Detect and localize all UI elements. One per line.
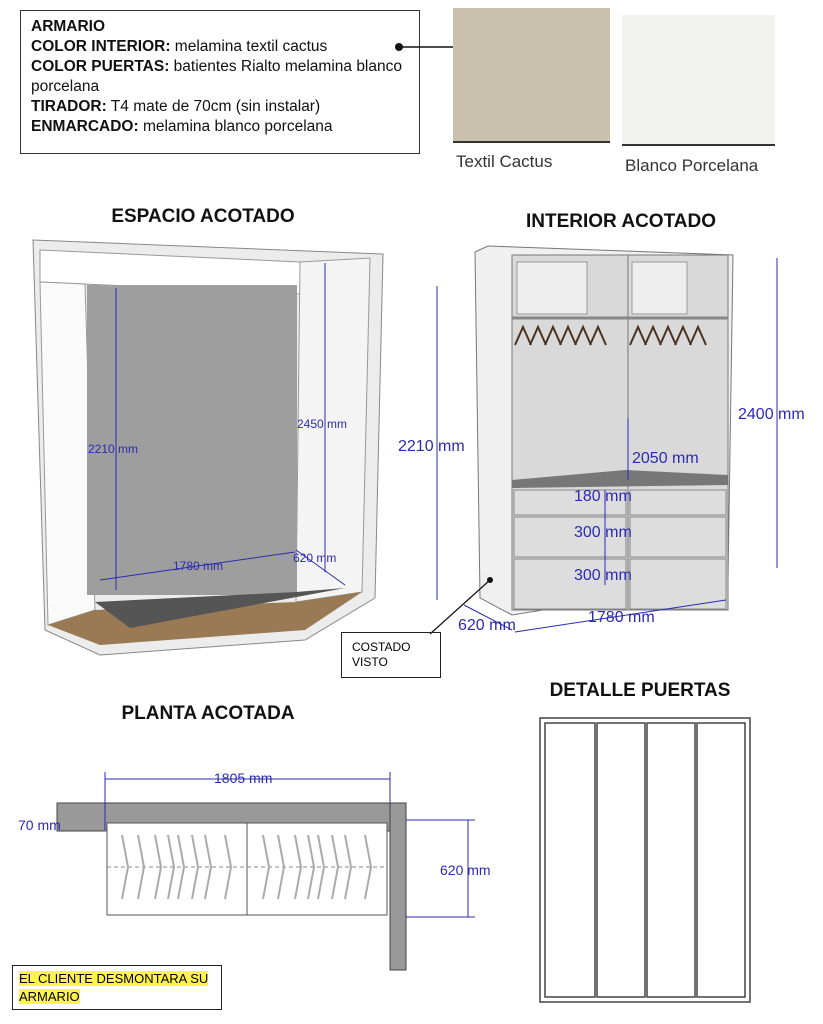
- title-interior: INTERIOR ACOTADO: [526, 211, 716, 232]
- spec-label: ENMARCADO:: [31, 118, 139, 135]
- dim-interior-height: 2210 mm: [398, 438, 465, 455]
- spec-label: COLOR PUERTAS:: [31, 58, 170, 75]
- title-puertas: DETALLE PUERTAS: [549, 680, 731, 701]
- client-note-text: EL CLIENTE DESMONTARA SU ARMARIO: [19, 971, 209, 1004]
- swatch-label-textil: Textil Cactus: [456, 152, 553, 171]
- espacio-drawing: [32, 239, 384, 656]
- dim-espacio-depth: 620 mm: [293, 551, 337, 565]
- swatch-blanco-porcelana: [622, 15, 775, 145]
- spec-line: COLOR INTERIOR: melamina textil cactus: [31, 37, 409, 57]
- dim-planta-width: 1805 mm: [214, 770, 273, 786]
- dim-espacio-height-left: 2210 mm: [88, 442, 139, 456]
- puertas-drawing: [539, 717, 751, 1003]
- dim-interior-depth: 620 mm: [458, 617, 516, 634]
- costado-visto-label: COSTADO VISTO: [341, 632, 441, 678]
- specs-box: ARMARIO COLOR INTERIOR: melamina textil …: [20, 10, 420, 154]
- dim-espacio-height-right: 2450 mm: [297, 417, 348, 431]
- spec-line: TIRADOR: T4 mate de 70cm (sin instalar): [31, 97, 409, 117]
- spec-value: melamina blanco porcelana: [138, 118, 333, 135]
- planta-drawing: [56, 772, 475, 971]
- dim-espacio-width: 1780 mm: [173, 559, 224, 573]
- title-espacio: ESPACIO ACOTADO: [111, 206, 295, 227]
- spec-line: COLOR PUERTAS: batientes Rialto melamina…: [31, 57, 409, 97]
- dim-interior-total-height: 2400 mm: [738, 406, 805, 423]
- swatch-textil-cactus: [453, 8, 610, 141]
- dim-drawer-3: 300 mm: [574, 567, 632, 584]
- interior-drawing: [429, 245, 778, 635]
- dim-planta-frame: 70 mm: [18, 817, 61, 833]
- spec-label: TIRADOR:: [31, 98, 107, 115]
- dim-interior-width: 1780 mm: [588, 609, 655, 626]
- spec-label: COLOR INTERIOR:: [31, 38, 171, 55]
- client-note: EL CLIENTE DESMONTARA SU ARMARIO: [12, 965, 222, 1010]
- dim-interior-hang: 2050 mm: [632, 450, 699, 467]
- dim-planta-depth: 620 mm: [440, 862, 491, 878]
- spec-value: batientes Rialto melamina blanco porcela…: [31, 58, 402, 95]
- dim-drawer-2: 300 mm: [574, 524, 632, 541]
- spec-line: ENMARCADO: melamina blanco porcelana: [31, 117, 409, 137]
- spec-value: melamina textil cactus: [170, 38, 328, 55]
- dim-drawer-1: 180 mm: [574, 488, 632, 505]
- swatch-label-blanco: Blanco Porcelana: [625, 156, 759, 175]
- title-planta: PLANTA ACOTADA: [121, 703, 295, 724]
- specs-title: ARMARIO: [31, 18, 106, 35]
- spec-value: T4 mate de 70cm (sin instalar): [106, 98, 321, 115]
